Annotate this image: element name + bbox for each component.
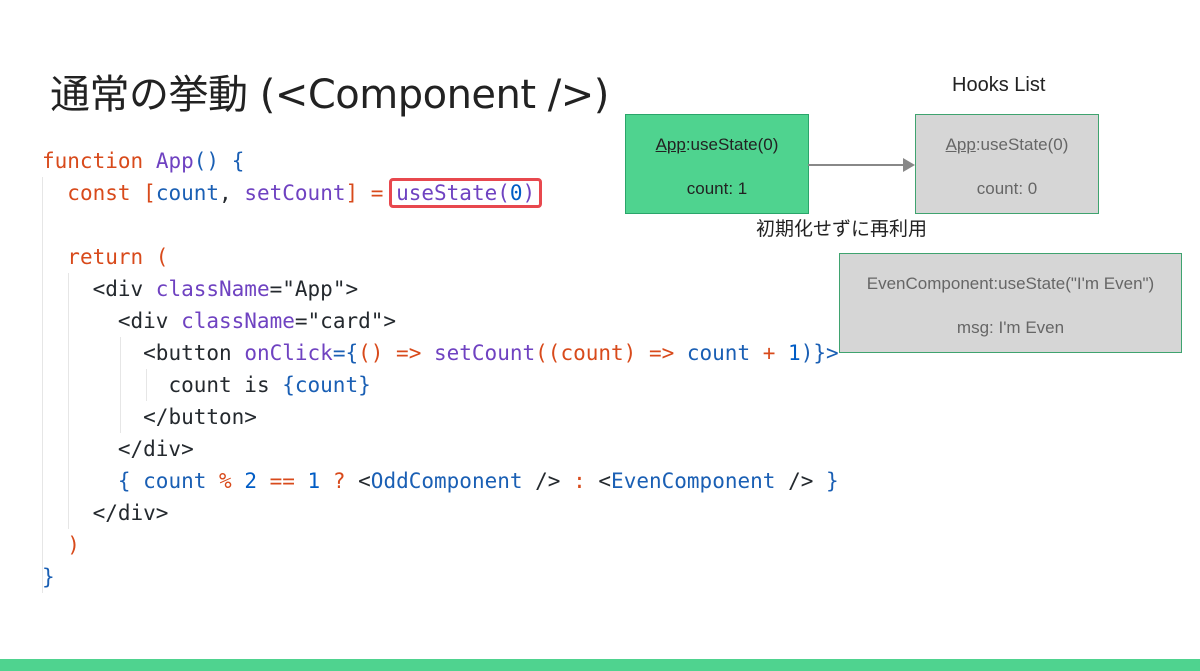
code-line: </div> xyxy=(117,437,194,461)
code-line: </div> xyxy=(92,501,169,525)
slide-title: 通常の挙動 (<Component />) xyxy=(50,72,609,118)
hook-call: :useState(0) xyxy=(685,135,779,154)
code-block: function App() { const [count, setCount]… xyxy=(42,145,839,593)
hooks-list-title: Hooks List xyxy=(952,74,1046,96)
code-line: <div className="card"> xyxy=(117,309,397,333)
code-line: } xyxy=(42,565,55,589)
code-line: ) xyxy=(67,533,80,557)
state-value: count: 1 xyxy=(686,179,748,198)
code-line: function App() { xyxy=(42,149,245,173)
reuse-label: 初期化せずに再利用 xyxy=(756,218,928,240)
code-line: const [count, setCount] = useState(0) xyxy=(42,177,839,209)
indent-guide xyxy=(120,337,121,433)
footer-bar xyxy=(0,659,1200,671)
component-name: App xyxy=(655,135,686,154)
indent-guide xyxy=(42,177,43,593)
indent-guide xyxy=(68,273,69,529)
usestate-highlight: useState(0) xyxy=(389,178,543,208)
component-name: App xyxy=(945,135,976,154)
state-value: msg: I'm Even xyxy=(956,318,1065,337)
code-line: { count % 2 == 1 ? <OddComponent /> : <E… xyxy=(117,469,839,493)
app-state-box: App:useState(0) count: 1 xyxy=(625,114,809,214)
code-line: count is {count} xyxy=(168,373,371,397)
code-line: </button> xyxy=(143,405,257,429)
code-line: <div className="App"> xyxy=(92,277,359,301)
even-component-state-box: EvenComponent:useState("I'm Even") msg: … xyxy=(839,253,1182,353)
indent-guide xyxy=(146,369,147,401)
code-line: return ( xyxy=(67,245,169,269)
hook-call: EvenComponent:useState("I'm Even") xyxy=(866,274,1155,293)
code-line: <button onClick={() => setCount((count) … xyxy=(143,341,839,365)
state-value: count: 0 xyxy=(976,179,1038,198)
hook-call: :useState(0) xyxy=(975,135,1069,154)
arrow-icon xyxy=(808,158,915,172)
hooks-list-state-box: App:useState(0) count: 0 xyxy=(915,114,1099,214)
